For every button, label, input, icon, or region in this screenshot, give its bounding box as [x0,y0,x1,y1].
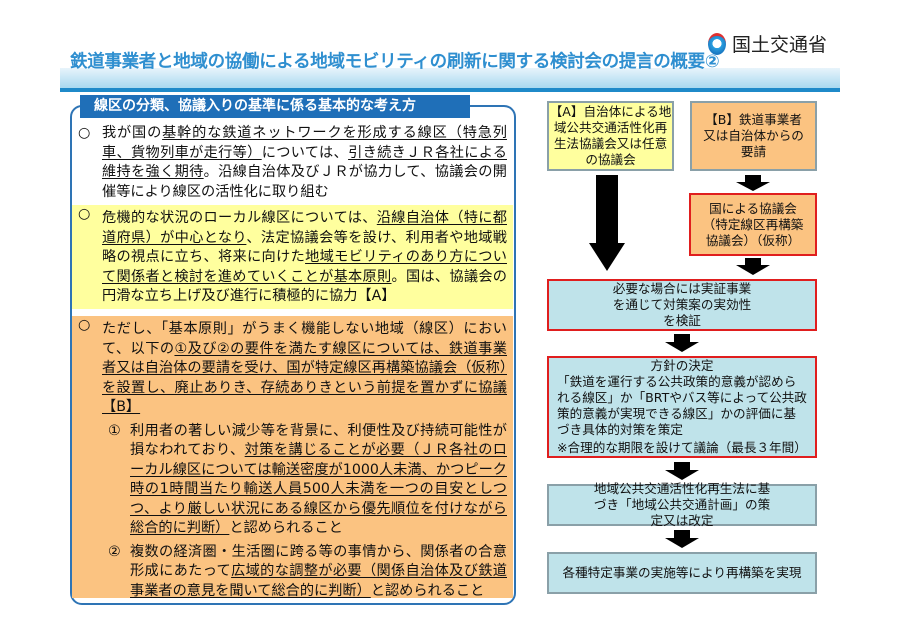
requirement-1: ① 利用者の著しい減少等を背景に、利便性及び持続可能性が損なわれており、対策を講… [102,422,507,539]
text-segment: と認められること [370,582,485,599]
paragraph-text: 我が国の基幹的な鉄道ネットワークを形成する線区（特急列車、貨物列車が走行等）につ… [102,125,507,200]
flow-box-policy: 方針の決定 「鉄道を運行する公共政策的意義が認められる線区」か「BRTやバス等に… [547,356,817,458]
paragraph-exception: ○ ただし、「基本原則」がうまく機能しない地域（線区）において、以下の①及び②の… [72,316,513,599]
underlined-text: 引き続きＪＲ各社による維持を強く期待 [102,144,507,181]
paragraph-text: ただし、「基本原則」がうまく機能しない地域（線区）において、以下の①及び②の要件… [102,321,507,415]
paragraph-local-lines: ○ 危機的な状況のローカル線区については、沿線自治体（特に都道府県）が中心となり… [72,205,513,309]
policy-title: 方針の決定 [650,358,714,373]
flow-box-verify: 必要な場合には実証事業を通じて対策案の実効性を検証 [547,279,817,331]
text-segment: 、法定協議会等を設け、利用者や地域戦略の視点に立ち、将来に向けた [102,229,507,266]
bullet-icon: ○ [78,317,91,333]
underlined-text: 沿線自治体（特に都道府県）が中心となり [102,210,507,246]
text-segment: 危機的な状況のローカル線区については、 [102,210,377,226]
underlined-text: 広域的な調整が必要（関係自治体及び鉄道事業者の意見を聞いて総合的に判断） [130,563,507,599]
underlined-text: 対策を講じることが必要（ＪＲ各社のローカル線区については輸送密度が1000人未満… [130,442,507,536]
underlined-text: 地域モビリティのあり方について関係者と検討を進めていくことが基本原則 [102,249,507,285]
underlined-text: 基幹的な鉄道ネットワークを形成する線区（特急列車、貨物列車が走行等） [102,125,507,161]
flow-box-a-local-council: 【A】自治体による地域公共交通活性化再生法協議会又は任意の協議会 [547,101,674,171]
mlit-emblem-icon [708,32,726,55]
paragraph-text: 複数の経済圏・生活圏に跨る等の事情から、関係者の合意形成にあたって広域的な調整が… [130,544,507,599]
requirement-number: ① [108,422,121,439]
bullet-icon: ○ [78,125,91,141]
policy-note: ※合理的な期限を設けて議論（最長３年間） [557,440,807,455]
text-segment: 我が国の [102,125,163,141]
logo-text: 国土交通省 [732,34,828,56]
text-segment: ただし、「基本原則」がうまく機能しない地域（線区）において、以下の [102,321,507,357]
page-title: 鉄道事業者と地域の協働による地域モビリティの刷新に関する検討会の提言の概要② [70,52,720,72]
paragraph-text: 利用者の著しい減少等を背景に、利便性及び持続可能性が損なわれており、対策を講じる… [130,423,507,537]
text-segment: 。国は、協議会の円滑な立ち上げ及び進行に積極的に協力【A】 [102,268,507,305]
text-segment: と認められること [229,520,343,536]
underlined-text: ①及び②の要件を満たす線区については、鉄道事業者又は自治体の要請を受け、国が特定… [102,340,507,416]
title-band [60,68,840,88]
title-divider [60,88,840,92]
mlit-logo: 国土交通省 [708,30,827,57]
paragraph-trunk-lines: ○ 我が国の基幹的な鉄道ネットワークを形成する線区（特急列車、貨物列車が走行等）… [72,124,513,202]
bullet-icon: ○ [78,206,91,222]
requirement-number: ② [108,543,121,560]
paragraph-text: 危機的な状況のローカル線区については、沿線自治体（特に都道府県）が中心となり、法… [102,210,507,304]
text-segment: 複数の経済圏・生活圏に跨る等の事情から、関係者の合意形成にあたって [130,543,507,580]
text-segment: 。沿線自治体及びＪＲが協力して、協議会の開催等により線区の活性化に取り組む [102,164,507,200]
flow-box-national-council: 国による協議会（特定線区再構築協議会）（仮称） [689,193,817,256]
flow-box-realize: 各種特定事業の実施等により再構築を実現 [547,552,817,594]
policy-body: 「鉄道を運行する公共政策的意義が認められる線区」か「BRTやバス等によって公共政… [557,374,807,437]
flow-box-b-request: 【B】鉄道事業者又は自治体からの要請 [690,101,817,171]
panel-heading: 線区の分類、協議入りの基準に係る基本的な考え方 [80,95,470,118]
flow-box-plan: 地域公共交通活性化再生法に基づき「地域公共交通計画」の策定又は改定 [547,481,817,528]
requirement-2: ② 複数の経済圏・生活圏に跨る等の事情から、関係者の合意形成にあたって広域的な調… [102,543,507,602]
text-segment: については、 [261,144,349,161]
text-segment: 利用者の著しい減少等を背景に、利便性及び持続可能性が損なわれており、 [130,422,507,459]
